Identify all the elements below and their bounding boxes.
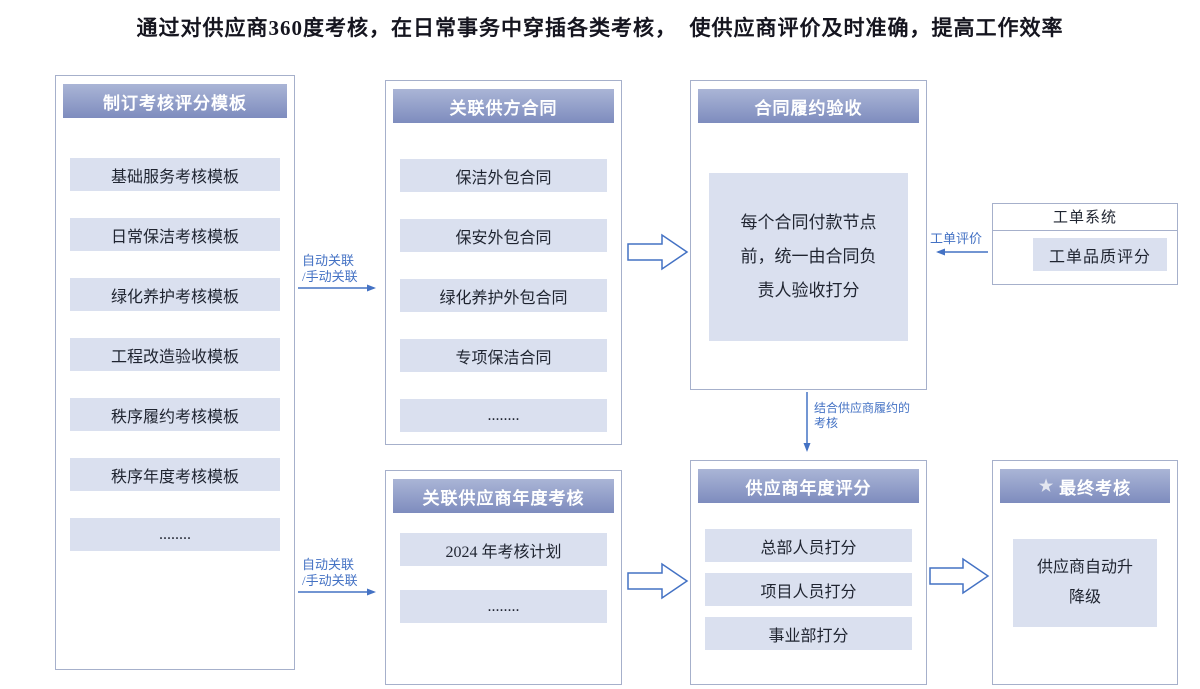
panel-templates-items: 基础服务考核模板 日常保洁考核模板 绿化养护考核模板 工程改造验收模板 秩序履约… <box>56 158 294 551</box>
list-item: 工程改造验收模板 <box>70 338 280 371</box>
arrow-label-ticket-eval: 工单评价 <box>930 231 983 246</box>
panel-contracts: 关联供方合同 保洁外包合同 保安外包合同 绿化养护外包合同 专项保洁合同 ...… <box>385 80 622 445</box>
panel-annual-plan-header: 关联供应商年度考核 <box>393 479 614 513</box>
list-item: 绿化养护外包合同 <box>400 279 607 312</box>
list-item: 秩序年度考核模板 <box>70 458 280 491</box>
list-item: 总部人员打分 <box>705 529 912 562</box>
acceptance-note-text: 每个合同付款节点前，统一由合同负责人验收打分 <box>740 213 877 300</box>
panel-templates: 制订考核评分模板 基础服务考核模板 日常保洁考核模板 绿化养护考核模板 工程改造… <box>55 75 295 670</box>
list-item-ellipsis: ........ <box>400 590 607 623</box>
list-item-ellipsis: ........ <box>400 399 607 432</box>
list-item: 项目人员打分 <box>705 573 912 606</box>
panel-acceptance-header: 合同履约验收 <box>698 89 919 123</box>
list-item: 日常保洁考核模板 <box>70 218 280 251</box>
list-item: 2024 年考核计划 <box>400 533 607 566</box>
block-arrow-contracts-to-acceptance <box>627 233 689 271</box>
panel-final-header: ★ 最终考核 <box>1000 469 1170 503</box>
panel-annual-score-items: 总部人员打分 项目人员打分 事业部打分 <box>691 529 926 650</box>
panel-acceptance: 合同履约验收 每个合同付款节点前，统一由合同负责人验收打分 <box>690 80 927 390</box>
list-item: 保安外包合同 <box>400 219 607 252</box>
list-item: 保洁外包合同 <box>400 159 607 192</box>
final-note-text: 供应商自动升降级 <box>1036 559 1133 606</box>
arrow-label-auto-link-bottom: 自动关联 /手动关联 <box>302 557 358 588</box>
ticket-system-label: 工单系统 <box>993 204 1177 231</box>
panel-annual-plan-items: 2024 年考核计划 ........ <box>386 533 621 623</box>
list-item: 秩序履约考核模板 <box>70 398 280 431</box>
panel-ticket-system: 工单系统 工单品质评分 <box>992 203 1178 285</box>
panel-contracts-header: 关联供方合同 <box>393 89 614 123</box>
diagram-title: 通过对供应商360度考核，在日常事务中穿插各类考核， 使供应商评价及时准确，提高… <box>136 16 1064 40</box>
panel-templates-header: 制订考核评分模板 <box>63 84 287 118</box>
final-note: 供应商自动升降级 <box>1013 539 1157 627</box>
block-arrow-annual-score-to-final <box>929 557 990 595</box>
panel-final-header-label: 最终考核 <box>1059 478 1132 498</box>
arrow-label-auto-link-top: 自动关联 /手动关联 <box>302 253 358 284</box>
list-item: 专项保洁合同 <box>400 339 607 372</box>
list-item-ellipsis: ........ <box>70 518 280 551</box>
panel-annual-plan: 关联供应商年度考核 2024 年考核计划 ........ <box>385 470 622 685</box>
star-icon: ★ <box>1038 478 1055 495</box>
list-item: 绿化养护考核模板 <box>70 278 280 311</box>
block-arrow-annual-plan-to-annual-score <box>627 562 689 600</box>
arrow-label-combine-performance: 结合供应商履约的 考核 <box>814 401 911 430</box>
list-item: 基础服务考核模板 <box>70 158 280 191</box>
acceptance-note: 每个合同付款节点前，统一由合同负责人验收打分 <box>709 173 908 341</box>
list-item: 事业部打分 <box>705 617 912 650</box>
ticket-quality-score: 工单品质评分 <box>1033 238 1167 271</box>
panel-final: ★ 最终考核 供应商自动升降级 <box>992 460 1178 685</box>
panel-contracts-items: 保洁外包合同 保安外包合同 绿化养护外包合同 专项保洁合同 ........ <box>386 159 621 432</box>
panel-annual-score: 供应商年度评分 总部人员打分 项目人员打分 事业部打分 <box>690 460 927 685</box>
panel-annual-score-header: 供应商年度评分 <box>698 469 919 503</box>
